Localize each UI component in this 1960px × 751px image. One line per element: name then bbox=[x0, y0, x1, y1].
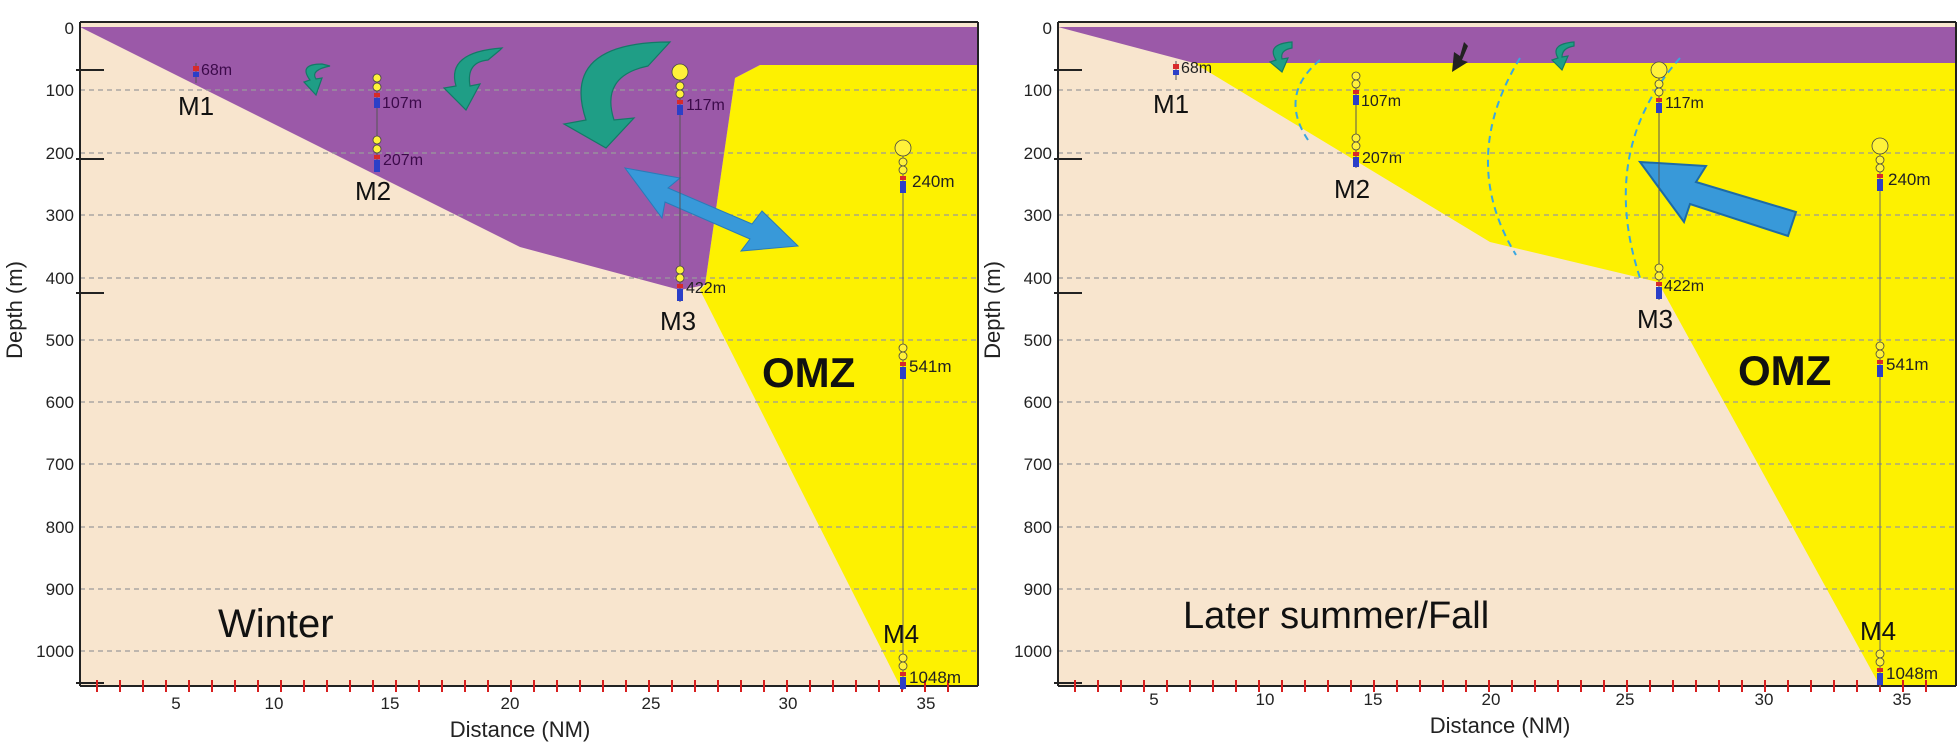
y-tick-label: 400 bbox=[1024, 269, 1052, 288]
y-axis-label: Depth (m) bbox=[2, 261, 27, 359]
x-tick-label: 30 bbox=[1755, 690, 1774, 709]
depth-label: 207m bbox=[1362, 150, 1402, 167]
mooring-m1: 68m M1 bbox=[178, 62, 232, 121]
panel-later-summer-fall: 0 100 200 300 400 500 600 700 800 900 10… bbox=[980, 19, 1957, 738]
mooring-label: M2 bbox=[355, 176, 391, 206]
y-tick-label: 500 bbox=[46, 331, 74, 350]
y-tick-label: 900 bbox=[1024, 580, 1052, 599]
y-tick-label: 0 bbox=[1043, 19, 1052, 38]
mooring-m2: 107m 207m M2 bbox=[1334, 71, 1402, 204]
inflow-arrow-icon bbox=[1637, 160, 1798, 238]
season-label: Winter bbox=[218, 602, 334, 646]
x-axis-label: Distance (NM) bbox=[450, 717, 591, 742]
oxygenated-water bbox=[1058, 27, 1956, 63]
mooring-label: M2 bbox=[1334, 174, 1370, 204]
x-tick-label: 15 bbox=[1364, 690, 1383, 709]
depth-label: 422m bbox=[1664, 278, 1704, 295]
x-tick-label: 10 bbox=[1256, 690, 1275, 709]
x-tick-label: 15 bbox=[381, 694, 400, 713]
grid-lines bbox=[1058, 89, 1956, 652]
x-tick-label: 25 bbox=[642, 694, 661, 713]
y-tick-label: 700 bbox=[46, 455, 74, 474]
x-tick-label: 20 bbox=[501, 694, 520, 713]
mooring-label: M4 bbox=[883, 619, 919, 649]
depth-label: 107m bbox=[382, 95, 422, 112]
y-tick-label: 1000 bbox=[1014, 642, 1052, 661]
y-tick-label: 900 bbox=[46, 580, 74, 599]
depth-label: 68m bbox=[201, 62, 232, 79]
depth-label: 240m bbox=[912, 172, 955, 191]
mooring-m4: 240m 541m 1048m M4 bbox=[883, 139, 961, 690]
y-tick-label: 600 bbox=[1024, 393, 1052, 412]
y-tick-label: 600 bbox=[46, 393, 74, 412]
distance-ticks bbox=[1074, 680, 1927, 692]
x-tick-label: 20 bbox=[1482, 690, 1501, 709]
axis-lines bbox=[76, 21, 979, 687]
x-axis-label: Distance (NM) bbox=[1430, 713, 1571, 738]
mooring-m1: 68m M1 bbox=[1153, 60, 1212, 119]
curved-arrow-icon bbox=[442, 47, 504, 111]
y-tick-label: 300 bbox=[46, 206, 74, 225]
down-arrow-icon bbox=[1452, 42, 1468, 72]
mooring-label: M3 bbox=[660, 306, 696, 336]
x-tick-label: 30 bbox=[779, 694, 798, 713]
axis-lines bbox=[1054, 21, 1957, 687]
mooring-m4: 240m 541m 1048m M4 bbox=[1860, 137, 1938, 688]
y-tick-label: 200 bbox=[46, 144, 74, 163]
x-tick-label: 5 bbox=[171, 694, 180, 713]
grid-lines bbox=[80, 89, 978, 652]
mooring-m3: 117m 422m M3 bbox=[660, 63, 726, 336]
omz-label: OMZ bbox=[1738, 347, 1831, 394]
distance-ticks bbox=[96, 680, 949, 692]
x-tick-label: 35 bbox=[1893, 690, 1912, 709]
depth-label: 1048m bbox=[1886, 664, 1938, 683]
depth-label: 117m bbox=[1665, 95, 1704, 112]
depth-label: 1048m bbox=[909, 668, 961, 687]
teal-arrows bbox=[302, 41, 672, 149]
season-label: Later summer/Fall bbox=[1183, 595, 1489, 637]
depth-label: 541m bbox=[1886, 355, 1929, 374]
depth-label: 422m bbox=[686, 280, 726, 297]
mooring-label: M4 bbox=[1860, 616, 1896, 646]
x-tick-label: 10 bbox=[265, 694, 284, 713]
y-tick-label: 100 bbox=[46, 81, 74, 100]
x-tick-label: 5 bbox=[1149, 690, 1158, 709]
oxygenated-water bbox=[80, 27, 978, 290]
teal-arrows bbox=[1268, 41, 1575, 73]
depth-label: 240m bbox=[1888, 170, 1931, 189]
mooring-label: M1 bbox=[178, 91, 214, 121]
depth-label: 107m bbox=[1361, 93, 1401, 110]
x-tick-label: 25 bbox=[1616, 690, 1635, 709]
depth-label: 541m bbox=[909, 357, 952, 376]
depth-label: 117m bbox=[686, 97, 725, 114]
depth-label: 68m bbox=[1181, 60, 1212, 77]
y-axis-label: Depth (m) bbox=[980, 261, 1005, 359]
mooring-m2: 107m 207m M2 bbox=[355, 73, 423, 206]
y-tick-label: 0 bbox=[65, 19, 74, 38]
panel-winter: 0 100 200 300 400 500 600 700 800 900 10… bbox=[2, 19, 979, 742]
x-tick-label: 35 bbox=[917, 694, 936, 713]
depth-label: 207m bbox=[383, 152, 423, 169]
y-tick-label: 400 bbox=[46, 269, 74, 288]
y-tick-label: 700 bbox=[1024, 455, 1052, 474]
y-tick-label: 300 bbox=[1024, 206, 1052, 225]
mooring-m3: 117m 422m M3 bbox=[1637, 61, 1704, 334]
mooring-label: M1 bbox=[1153, 89, 1189, 119]
y-tick-label: 800 bbox=[1024, 518, 1052, 537]
exchange-arrow-icon bbox=[623, 167, 800, 252]
y-tick-label: 200 bbox=[1024, 144, 1052, 163]
y-tick-label: 800 bbox=[46, 518, 74, 537]
omz-label: OMZ bbox=[762, 349, 855, 396]
curved-arrow-icon bbox=[302, 63, 331, 97]
y-tick-label: 100 bbox=[1024, 81, 1052, 100]
y-tick-label: 500 bbox=[1024, 331, 1052, 350]
curved-arrow-icon bbox=[1268, 41, 1293, 73]
curved-arrow-icon bbox=[1550, 41, 1575, 72]
mooring-label: M3 bbox=[1637, 304, 1673, 334]
curved-arrow-icon bbox=[562, 41, 672, 149]
y-tick-label: 1000 bbox=[36, 642, 74, 661]
